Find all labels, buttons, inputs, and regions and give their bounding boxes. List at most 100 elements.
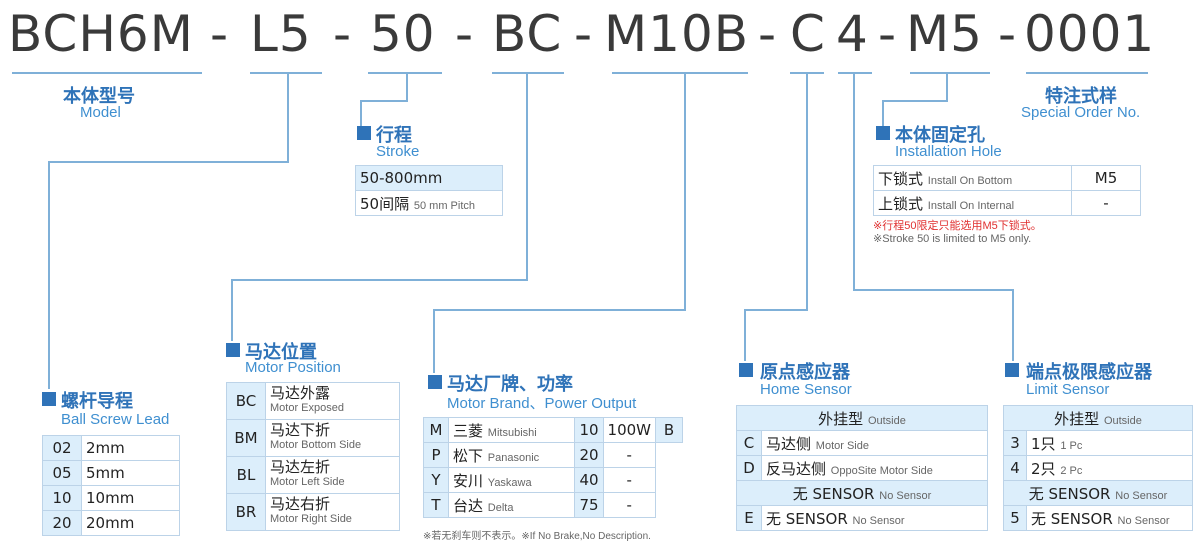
lead-label-en: Ball Screw Lead — [61, 411, 170, 428]
power-value: - — [602, 467, 657, 493]
brand-code: T — [423, 492, 449, 518]
limit-zh: 1只 — [1031, 434, 1056, 453]
connector-line — [882, 100, 884, 126]
brand-zh: 松下 — [453, 446, 484, 465]
power-code: 20 — [574, 442, 604, 468]
brake-code: B — [655, 417, 683, 443]
stroke-pitch: 50间隔 50 mm Pitch — [355, 190, 503, 216]
home-code: D — [736, 455, 762, 481]
home-none-head: 无 SENSOR No Sensor — [736, 480, 988, 506]
code-seg-stroke: 50 — [370, 5, 436, 63]
home-en: OppoSite Motor Side — [830, 464, 933, 477]
underline-motor-brand — [612, 72, 748, 74]
brand-label-en: Motor Brand、Power Output — [447, 395, 637, 412]
power-code: 75 — [574, 492, 604, 518]
hole-table: 下锁式 Install On Bottom M5 上锁式 Install On … — [873, 165, 1141, 216]
brand-code: M — [423, 417, 449, 443]
home-label-zh: 原点感应器 — [760, 362, 850, 383]
motorpos-code: BL — [226, 456, 266, 494]
home-none-en: No Sensor — [879, 489, 932, 502]
connector-line — [231, 279, 528, 281]
lead-value: 20mm — [81, 510, 180, 536]
connector-line — [882, 100, 948, 102]
code-dash: - — [455, 5, 475, 63]
underline-special — [1026, 72, 1148, 74]
home-desc: 无 SENSOR No Sensor — [761, 505, 988, 531]
limit-label-zh: 端点极限感应器 — [1026, 362, 1152, 383]
limit-marker-icon — [1005, 363, 1019, 377]
connector-line — [433, 309, 686, 311]
connector-line — [406, 73, 408, 101]
home-none-zh: 无 SENSOR — [792, 484, 875, 503]
connector-line — [48, 161, 289, 163]
home-zh: 反马达侧 — [766, 459, 827, 478]
power-code: 10 — [574, 417, 604, 443]
brand-name: 台达 Delta — [447, 492, 576, 518]
lead-marker-icon — [42, 392, 56, 406]
lead-code: 02 — [42, 435, 82, 461]
special-label-en: Special Order No. — [1021, 104, 1141, 121]
brand-name: 安川 Yaskawa — [447, 467, 576, 493]
brand-zh: 台达 — [453, 496, 484, 515]
code-dash: - — [210, 5, 230, 63]
brand-row: M 三菱 Mitsubishi 10 100W B — [423, 417, 683, 443]
code-dash: - — [998, 5, 1018, 63]
empty-cell — [656, 468, 683, 493]
limit-head-zh: 外挂型 — [1054, 409, 1100, 428]
brand-name: 三菱 Mitsubishi — [447, 417, 576, 443]
lead-code: 10 — [42, 485, 82, 511]
code-seg-home-sensor: C — [790, 5, 826, 63]
empty-cell — [656, 493, 683, 518]
hole-label-zh: 本体固定孔 — [895, 125, 985, 146]
limit-desc: 2只 2 Pc — [1026, 455, 1193, 481]
limit-code: 3 — [1003, 430, 1027, 456]
home-head-zh: 外挂型 — [818, 409, 864, 428]
lead-value: 2mm — [81, 435, 180, 461]
code-seg-limit-sensor: 4 — [836, 5, 869, 63]
limit-code: 4 — [1003, 455, 1027, 481]
stroke-label-en: Stroke — [376, 143, 420, 160]
connector-line — [287, 73, 289, 163]
stroke-marker-icon — [357, 126, 371, 140]
power-code: 40 — [574, 467, 604, 493]
motorpos-marker-icon — [226, 343, 240, 357]
code-seg-lead: L5 — [250, 5, 312, 63]
underline-limit-sensor — [838, 72, 872, 74]
motorpos-en: Motor Right Side — [270, 513, 352, 525]
limit-desc: 无 SENSOR No Sensor — [1026, 505, 1193, 531]
connector-line — [946, 73, 948, 101]
code-dash: - — [333, 5, 353, 63]
limit-zh: 2只 — [1031, 459, 1056, 478]
lead-code: 20 — [42, 510, 82, 536]
home-marker-icon — [739, 363, 753, 377]
connector-line — [231, 279, 233, 341]
limit-zh: 无 SENSOR — [1031, 509, 1113, 528]
power-value: - — [602, 492, 657, 518]
lead-label-zh: 螺杆导程 — [61, 391, 133, 412]
lead-code: 05 — [42, 460, 82, 486]
power-value: - — [602, 442, 657, 468]
motorpos-en: Motor Bottom Side — [270, 439, 362, 451]
home-zh: 无 SENSOR — [766, 509, 848, 528]
limit-en: 2 Pc — [1060, 464, 1083, 477]
brand-note: ※若无刹车则不表示。※If No Brake,No Description. — [423, 531, 651, 542]
stroke-pitch-zh: 50间隔 — [360, 194, 410, 213]
home-code: E — [736, 505, 762, 531]
code-seg-special: 0001 — [1024, 5, 1156, 63]
brand-row: Y 安川 Yaskawa 40 - — [423, 467, 683, 493]
code-seg-motor-position: BC — [492, 5, 563, 63]
motorpos-code: BR — [226, 493, 266, 531]
connector-line — [360, 100, 408, 102]
brand-en: Delta — [487, 501, 514, 514]
brand-zh: 三菱 — [453, 421, 484, 440]
